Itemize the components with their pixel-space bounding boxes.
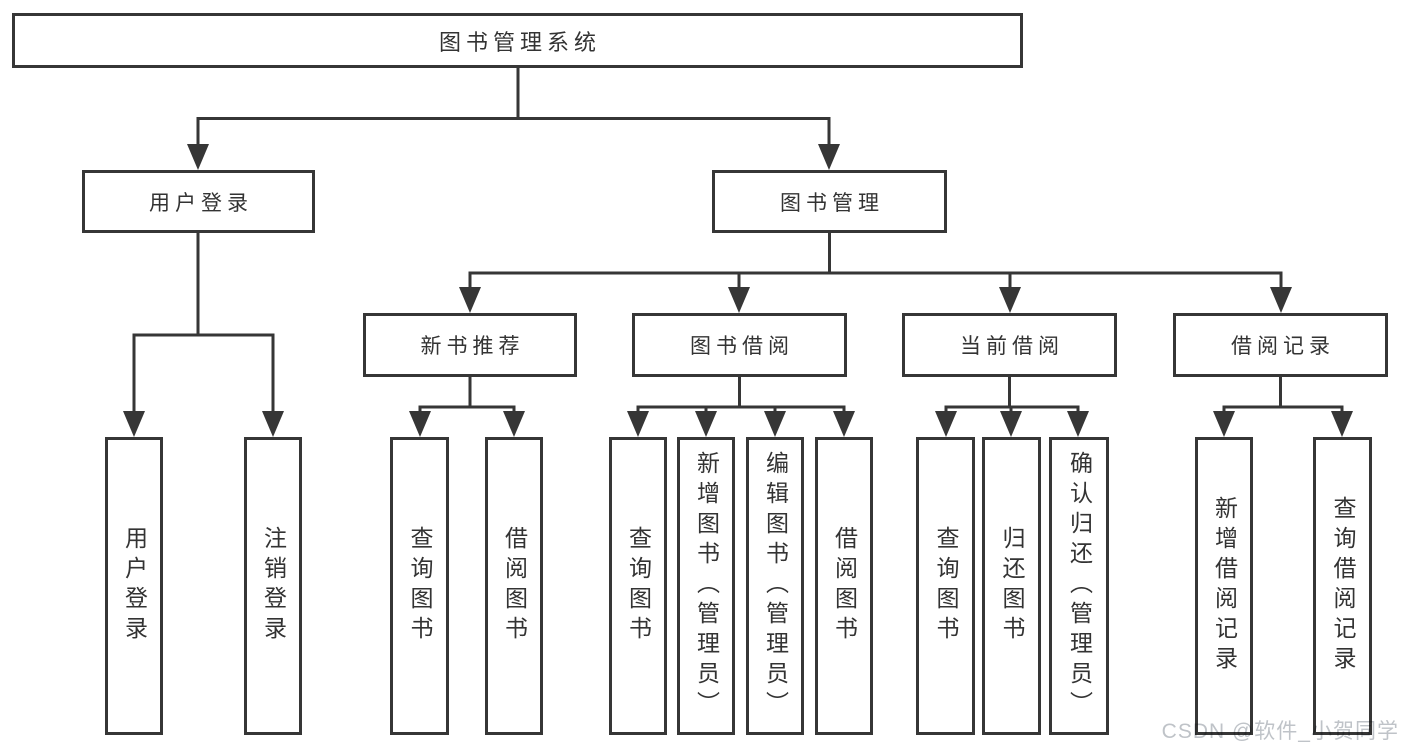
node-current-borrow: 当前借阅 <box>902 313 1117 377</box>
arrow-down-icon <box>728 287 750 313</box>
arrow-down-icon <box>409 411 431 437</box>
arrow-down-icon <box>459 287 481 313</box>
leaf-query-books-borrow: 查询图书 <box>609 437 667 735</box>
arrow-down-icon <box>999 287 1021 313</box>
arrow-down-icon <box>187 144 209 170</box>
arrow-down-icon <box>627 411 649 437</box>
arrow-down-icon <box>764 411 786 437</box>
leaf-query-books-recommend: 查询图书 <box>390 437 449 735</box>
arrow-down-icon <box>833 411 855 437</box>
leaf-confirm-return-admin: 确认归还（管理员） <box>1049 437 1109 735</box>
arrow-down-icon <box>1000 411 1022 437</box>
arrow-down-icon <box>1331 411 1353 437</box>
arrow-down-icon <box>1067 411 1089 437</box>
arrow-down-icon <box>123 411 145 437</box>
node-borrow-records: 借阅记录 <box>1173 313 1388 377</box>
arrow-down-icon <box>818 144 840 170</box>
node-book-borrow: 图书借阅 <box>632 313 847 377</box>
arrow-down-icon <box>695 411 717 437</box>
leaf-query-books-current: 查询图书 <box>916 437 975 735</box>
node-book-management: 图书管理 <box>712 170 947 233</box>
watermark: CSDN @软件_小贺同学 <box>1161 720 1399 743</box>
leaf-add-book-admin: 新增图书（管理员） <box>677 437 735 735</box>
leaf-edit-book-admin: 编辑图书（管理员） <box>746 437 804 735</box>
arrow-down-icon <box>1213 411 1235 437</box>
leaf-user-login: 用户登录 <box>105 437 163 735</box>
leaf-borrow-books: 借阅图书 <box>815 437 873 735</box>
arrow-down-icon <box>262 411 284 437</box>
node-new-book-recommend: 新书推荐 <box>363 313 577 377</box>
node-user-login: 用户登录 <box>82 170 315 233</box>
leaf-query-borrow-record: 查询借阅记录 <box>1313 437 1372 735</box>
arrow-down-icon <box>1270 287 1292 313</box>
arrow-down-icon <box>935 411 957 437</box>
node-root: 图书管理系统 <box>12 13 1023 68</box>
leaf-logout: 注销登录 <box>244 437 302 735</box>
leaf-borrow-books-recommend: 借阅图书 <box>485 437 543 735</box>
arrow-down-icon <box>503 411 525 437</box>
arrowheads <box>123 144 1353 437</box>
leaf-add-borrow-record: 新增借阅记录 <box>1195 437 1253 735</box>
leaf-return-book: 归还图书 <box>982 437 1041 735</box>
